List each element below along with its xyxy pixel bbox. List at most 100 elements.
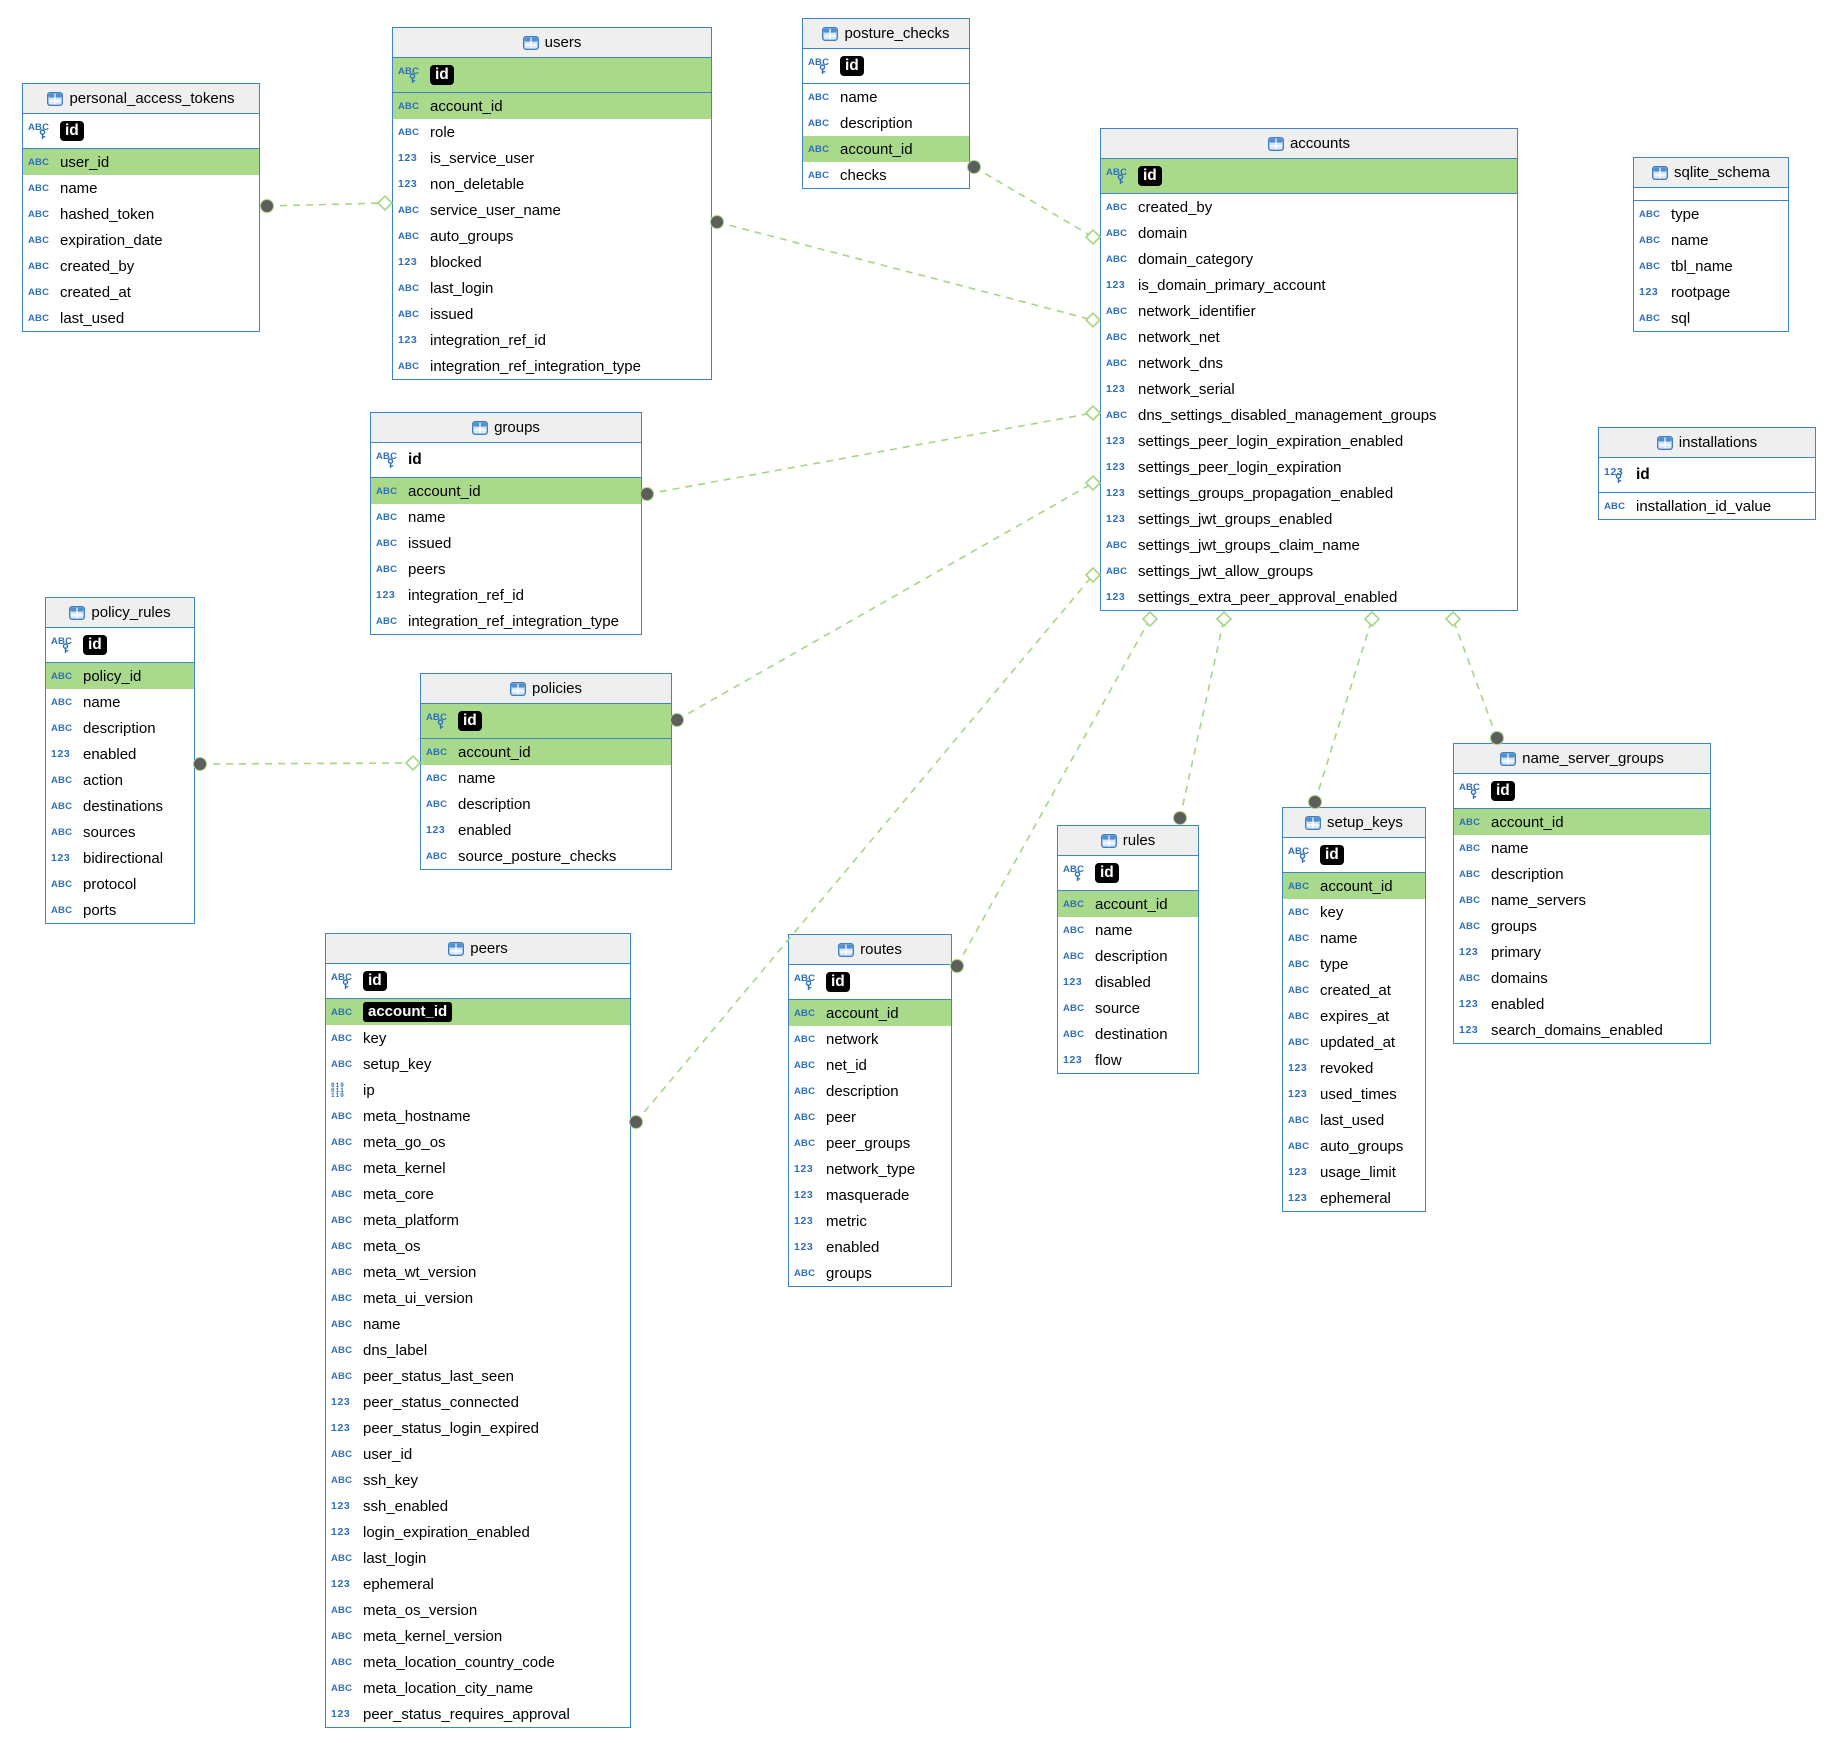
table-header[interactable]: sqlite_schema	[1634, 158, 1788, 188]
table-header[interactable]: setup_keys	[1283, 808, 1425, 838]
table-header[interactable]: users	[393, 28, 711, 58]
table-header[interactable]: policy_rules	[46, 598, 194, 628]
table-header[interactable]: personal_access_tokens	[23, 84, 259, 114]
table-header[interactable]: name_server_groups	[1454, 744, 1710, 774]
table-header[interactable]: policies	[421, 674, 671, 704]
table-header[interactable]: rules	[1058, 826, 1198, 856]
